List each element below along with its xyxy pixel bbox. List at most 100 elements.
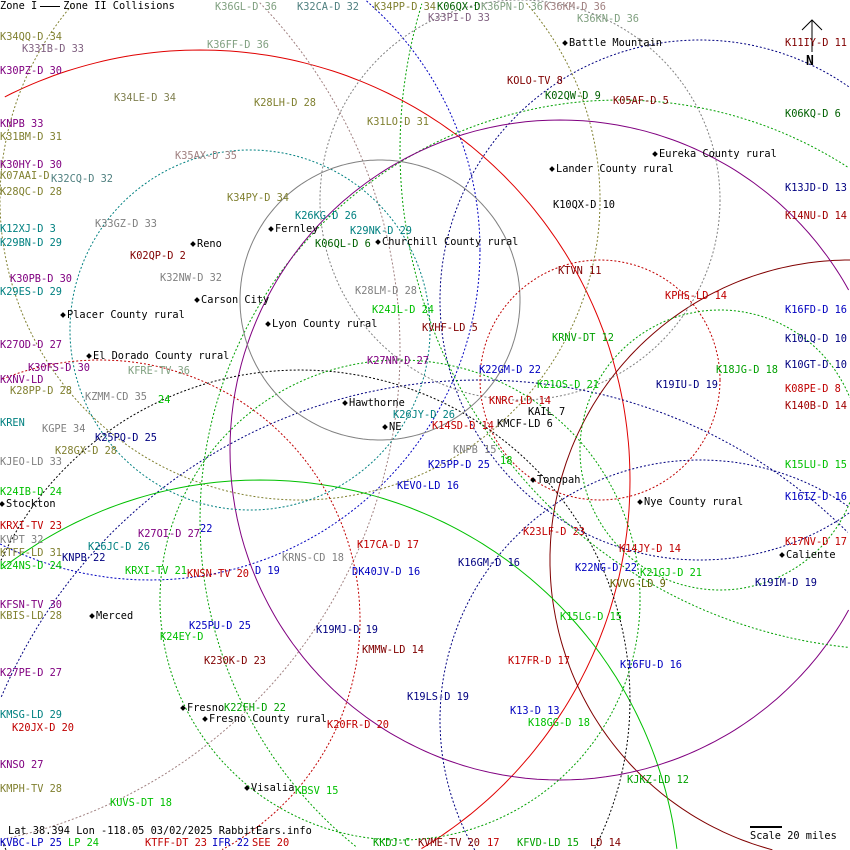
station-label[interactable]: K13JD-D 13	[785, 182, 847, 194]
station-label[interactable]: IFR 22	[212, 837, 250, 849]
station-label[interactable]: K25PP-D 25	[428, 459, 490, 471]
station-label[interactable]: KBSV 15	[295, 785, 339, 797]
station-label[interactable]: K24IB-D 24	[0, 486, 62, 498]
station-label[interactable]: KBIS-LD 28	[0, 610, 62, 622]
station-label[interactable]: KVVG-LD 9	[610, 578, 666, 590]
station-label[interactable]: K15LG-D 15	[560, 611, 622, 623]
station-label[interactable]: K230K-D 23	[204, 655, 266, 667]
station-label[interactable]: K14NU-D 14	[785, 210, 847, 222]
station-label[interactable]: K16FU-D 16	[620, 659, 682, 671]
station-label[interactable]: K28LM-D 28	[355, 285, 417, 297]
station-label[interactable]: K26KG-D 26	[295, 210, 357, 222]
station-label[interactable]: K36KM-D 36	[544, 1, 606, 13]
station-label[interactable]: KRXI-TV 23	[0, 520, 62, 532]
station-label[interactable]: K17NV-D 17	[785, 536, 847, 548]
station-label[interactable]: KMSG-LD 29	[0, 709, 62, 721]
station-label[interactable]: KNSN-TV 20	[187, 568, 249, 580]
station-label[interactable]: K34LE-D 34	[114, 92, 176, 104]
station-label[interactable]: SEE 20	[252, 837, 290, 849]
station-label[interactable]: K14JY-D 14	[619, 543, 681, 555]
station-label[interactable]: KNSO 27	[0, 759, 44, 771]
station-label[interactable]: K18GG-D 18	[528, 717, 590, 729]
station-label[interactable]: K31LO-D 31	[367, 116, 429, 128]
station-label[interactable]: KMCF-LD 6	[497, 418, 553, 430]
station-label[interactable]: K34PY-D 34	[227, 192, 289, 204]
station-label[interactable]: KREN	[0, 417, 25, 429]
station-label[interactable]: K29NK-D 29	[350, 225, 412, 237]
station-label[interactable]: K23LF-D 23	[523, 526, 585, 538]
station-label[interactable]: K30PB-D 30	[10, 273, 72, 285]
station-label[interactable]: K27PE-D 27	[0, 667, 62, 679]
station-label[interactable]: K36GL-D 36	[215, 1, 277, 13]
station-label[interactable]: D 19	[255, 565, 280, 577]
station-label[interactable]: KFSN-TV 30	[0, 599, 62, 611]
station-label[interactable]: K14SD-D 14	[432, 420, 494, 432]
station-label[interactable]: KNRC-LD 14	[489, 395, 551, 407]
station-label[interactable]: 22	[200, 523, 213, 535]
station-label[interactable]: KGPE 34	[42, 423, 86, 435]
station-label[interactable]: K22GM-D 22	[479, 364, 541, 376]
station-label[interactable]: K11IY-D 11	[785, 37, 847, 49]
station-label[interactable]: K28LH-D 28	[254, 97, 316, 109]
station-label[interactable]: KFRE-TV 36	[128, 365, 190, 377]
station-label[interactable]: K35AX-D 35	[175, 150, 237, 162]
station-label[interactable]: K26JY-D 26	[393, 409, 455, 421]
station-label[interactable]: KVBC-LP 25	[0, 837, 62, 849]
station-label[interactable]: K02QW-D 9	[545, 90, 601, 102]
station-label[interactable]: K33IB-D 33	[22, 43, 84, 55]
station-label[interactable]: K15LU-D 15	[785, 459, 847, 471]
station-label[interactable]: K06QX-D	[437, 1, 481, 13]
station-label[interactable]: KJEO-LD 33	[0, 456, 62, 468]
station-label[interactable]: K28PP-D 28	[10, 385, 72, 397]
station-label[interactable]: KVME-TV 20	[418, 837, 480, 849]
station-label[interactable]: K10QX-D 10	[553, 199, 615, 211]
station-label[interactable]: K18JG-D 18	[716, 364, 778, 376]
station-label[interactable]: KOLO-TV 8	[507, 75, 563, 87]
station-label[interactable]: KAIL 7	[528, 406, 566, 418]
station-label[interactable]: KNPB 33	[0, 118, 44, 130]
station-label[interactable]: K19IU-D 19	[656, 379, 718, 391]
station-label[interactable]: K27NN-D 27	[367, 355, 429, 367]
station-label[interactable]: 18	[500, 455, 513, 467]
station-label[interactable]: K24EY-D	[160, 631, 204, 643]
station-label[interactable]: K16IZ-D 16	[785, 491, 847, 503]
station-label[interactable]: K140B-D 14	[785, 400, 847, 412]
station-label[interactable]: K31BM-D 31	[0, 131, 62, 143]
station-label[interactable]: 24	[158, 394, 171, 406]
station-label[interactable]: KRXI-TV 21	[125, 565, 187, 577]
station-label[interactable]: KXNV-LD	[0, 374, 44, 386]
station-label[interactable]: KNPB 15	[453, 444, 497, 456]
station-label[interactable]: K17CA-D 17	[357, 539, 419, 551]
station-label[interactable]: K19LS-D 19	[407, 691, 469, 703]
station-label[interactable]: K28QC-D 28	[0, 186, 62, 198]
station-label[interactable]: K10GT-D 10	[785, 359, 847, 371]
station-label[interactable]: K29ES-D 29	[0, 286, 62, 298]
station-label[interactable]: K16GM-D 16	[458, 557, 520, 569]
station-label[interactable]: K36KN-D 36	[577, 13, 639, 25]
station-label[interactable]: K20FR-D 20	[327, 719, 389, 731]
station-label[interactable]: K25PQ-D 25	[95, 432, 157, 444]
station-label[interactable]: K24JL-D 24	[372, 304, 434, 316]
station-label[interactable]: KFVD-LD 15	[517, 837, 579, 849]
station-label[interactable]: KTFF-DT 23	[145, 837, 207, 849]
station-label[interactable]: K13-D 13	[510, 705, 560, 717]
station-label[interactable]: K21GJ-D 21	[640, 567, 702, 579]
station-label[interactable]: K19IM-D 19	[755, 577, 817, 589]
station-label[interactable]: K27OI-D 27	[138, 528, 200, 540]
station-label[interactable]: KMMW-LD 14	[362, 644, 424, 656]
station-label[interactable]: KJKZ-LD 12	[627, 774, 689, 786]
station-label[interactable]: K24NS-D 24	[0, 560, 62, 572]
station-label[interactable]: K28GX-D 28	[55, 445, 117, 457]
station-label[interactable]: 17	[487, 837, 500, 849]
station-label[interactable]: K36PN-D 36	[481, 1, 543, 13]
station-label[interactable]: K33PI-D 33	[428, 12, 490, 24]
station-label[interactable]: KTVN 11	[558, 265, 602, 277]
station-label[interactable]: K32CQ-D 32	[51, 173, 113, 185]
station-label[interactable]: KTFF-LD 31	[0, 547, 62, 559]
station-label[interactable]: LD 14	[590, 837, 621, 849]
station-label[interactable]: K33GZ-D 33	[95, 218, 157, 230]
station-label[interactable]: K20JX-D 20	[12, 722, 74, 734]
station-label[interactable]: K30FS-D 30	[28, 362, 90, 374]
station-label[interactable]: K22FH-D 22	[224, 702, 286, 714]
station-label[interactable]: K08PE-D 8	[785, 383, 841, 395]
